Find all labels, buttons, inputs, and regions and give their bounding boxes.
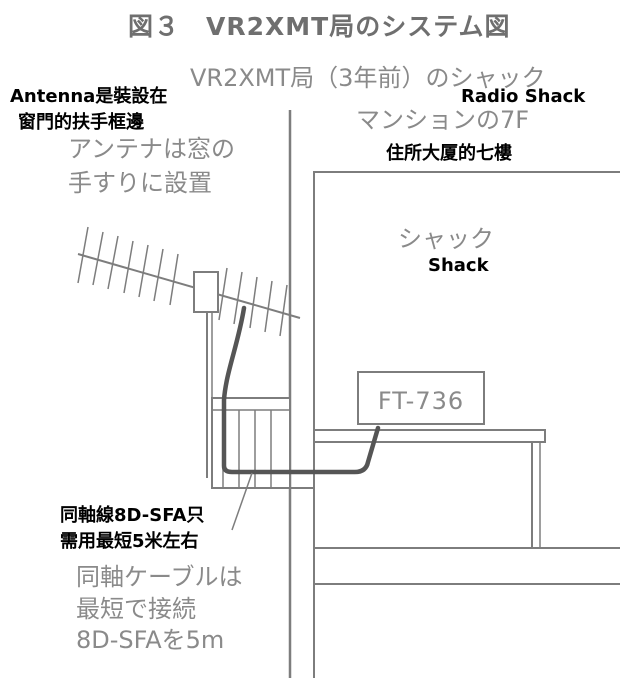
antenna-note-jp-line1: アンテナは窓の <box>68 135 236 163</box>
antenna-element <box>138 244 149 298</box>
antenna-clamp <box>193 271 219 313</box>
antenna-element <box>264 280 273 333</box>
figure-title: 図３ VR2XMT局のシステム図 <box>128 12 511 41</box>
coax-note-zh-line2: 需用最短5米左右 <box>60 531 199 552</box>
antenna-note-jp-line2: 手すりに設置 <box>68 169 212 197</box>
antenna-element <box>92 231 104 286</box>
radio-shack-label: Radio Shack <box>461 86 586 107</box>
antenna-element <box>249 276 258 329</box>
coax-cable <box>221 305 381 475</box>
coax-note-jp-line1: 同軸ケーブルは <box>76 563 243 591</box>
shack-label-en: Shack <box>428 255 489 276</box>
shack-heading-label: VR2XMT局（3年前）のシャック <box>190 64 546 92</box>
antenna-element <box>77 226 89 284</box>
antenna-element <box>279 284 288 337</box>
residence-label: 住所大厦的七樓 <box>386 143 512 164</box>
antenna-element <box>233 271 243 325</box>
antenna-element <box>169 253 179 306</box>
antenna-element <box>218 267 228 321</box>
coax-leader-line <box>231 472 253 531</box>
antenna-elements <box>77 226 288 337</box>
coax-note-jp-line3: 8D-SFAを5m <box>76 626 225 654</box>
antenna-boom <box>77 253 301 319</box>
mansion-floor-label: マンションの7F <box>356 106 530 134</box>
antenna-note-zh-line2: 窗門的扶手框邊 <box>18 112 144 133</box>
desk-top <box>313 429 546 443</box>
lower-room-outline <box>313 583 620 678</box>
shack-label-jp: シャック <box>398 225 494 253</box>
antenna-element <box>107 235 119 290</box>
antenna-element <box>153 248 164 302</box>
antenna-element <box>123 240 134 294</box>
transceiver-model: FT-736 <box>377 387 465 415</box>
antenna-note-zh-line1: Antenna是裝設在 <box>10 86 168 107</box>
coax-note-jp-line2: 最短で接続 <box>76 595 196 623</box>
shack-room-outline <box>313 171 620 678</box>
transceiver-box: FT-736 <box>357 371 485 425</box>
coax-note-zh-line1: 同軸線8D-SFA只 <box>60 505 205 526</box>
